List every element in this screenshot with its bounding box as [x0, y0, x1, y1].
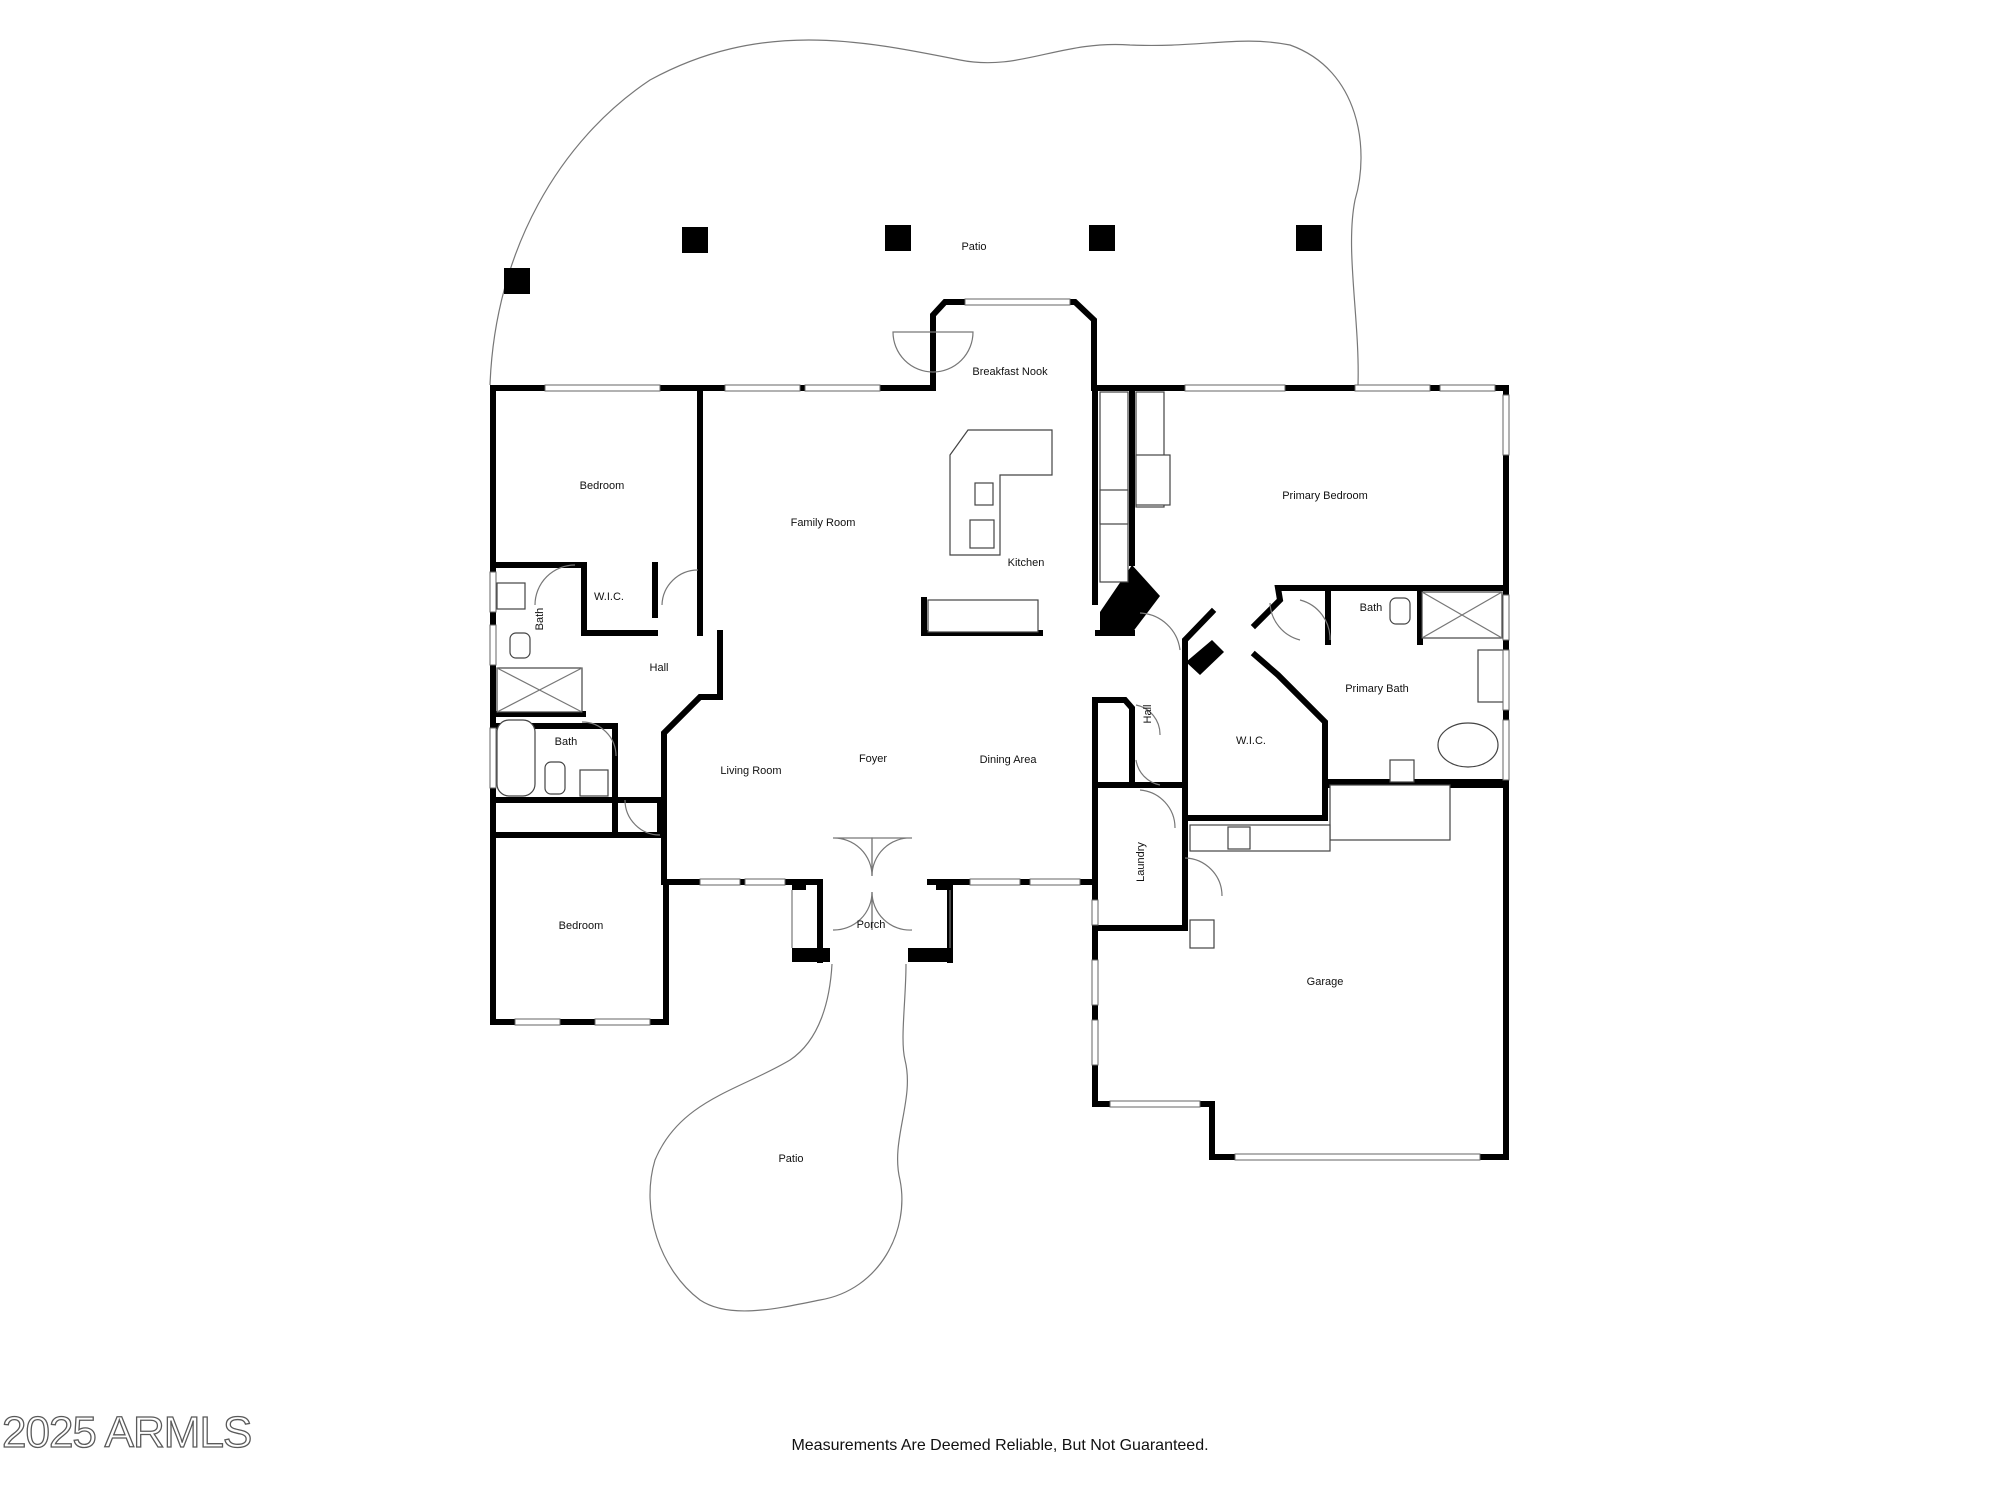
water-heater — [1189, 919, 1215, 949]
room-label-garage: Garage — [1307, 976, 1344, 988]
room-label-porch: Porch — [857, 919, 886, 931]
structural-wedge — [1186, 640, 1224, 675]
room-label-primary-bedroom: Primary Bedroom — [1282, 490, 1368, 502]
closet-shelf — [1135, 454, 1171, 506]
room-label-family-room: Family Room — [791, 517, 856, 529]
patio-column — [682, 227, 708, 253]
kitchen-counter — [1099, 391, 1129, 583]
porch-column — [936, 880, 950, 890]
room-label-bedroom-2: Bedroom — [559, 920, 604, 932]
room-label-bath-3: Bath — [1360, 602, 1383, 614]
sink — [579, 769, 609, 797]
front-patio-outline — [649, 963, 909, 1312]
laundry-sink — [1227, 826, 1251, 850]
room-label-laundry: Laundry — [1135, 842, 1147, 882]
room-label-bath-1: Bath — [534, 608, 546, 631]
sink — [1477, 649, 1507, 703]
room-label-hall-1: Hall — [650, 662, 669, 674]
footer-note: Measurements Are Deemed Reliable, But No… — [791, 1437, 1209, 1454]
watermark: 2025 ARMLS — [1, 1407, 253, 1457]
patio-column — [1089, 225, 1115, 251]
toilet — [1389, 597, 1411, 625]
sink — [1389, 759, 1415, 783]
toilet — [509, 632, 531, 659]
soaking-tub — [1437, 722, 1499, 768]
back-patio-outline — [489, 39, 1362, 386]
toilet — [544, 761, 566, 795]
kitchen-island — [949, 429, 1053, 556]
room-label-dining-area: Dining Area — [980, 754, 1038, 766]
room-label-kitchen: Kitchen — [1008, 557, 1045, 569]
room-label-foyer: Foyer — [859, 753, 887, 765]
laundry-counter — [1189, 824, 1331, 852]
vanity — [1329, 784, 1451, 841]
room-label-bedroom-1: Bedroom — [580, 480, 625, 492]
lower-counter — [927, 599, 1039, 633]
room-label-wic-2: W.I.C. — [1236, 735, 1266, 747]
room-label-wic-1: W.I.C. — [594, 591, 624, 603]
structural-wedge — [1100, 565, 1160, 633]
room-label-living-room: Living Room — [720, 765, 781, 777]
porch-column — [792, 880, 806, 890]
patio-column — [504, 268, 530, 294]
range-cooktop — [1099, 489, 1129, 525]
windows — [489, 298, 1510, 1161]
bathtub — [496, 719, 536, 797]
doors — [534, 331, 1331, 931]
room-label-patio-back: Patio — [961, 241, 986, 253]
patio-column — [885, 225, 911, 251]
room-label-breakfast-nook: Breakfast Nook — [972, 366, 1048, 378]
kitchen-sink — [974, 482, 994, 506]
room-label-hall-2: Hall — [1142, 705, 1154, 724]
patio-column — [1296, 225, 1322, 251]
porch-column — [792, 948, 830, 962]
kitchen-dishwasher — [969, 519, 995, 549]
room-label-primary-bath: Primary Bath — [1345, 683, 1409, 695]
sink — [496, 582, 526, 610]
porch-column — [908, 948, 950, 962]
walls — [490, 299, 1509, 1160]
room-label-bath-2: Bath — [555, 736, 578, 748]
room-label-patio-front: Patio — [778, 1153, 803, 1165]
